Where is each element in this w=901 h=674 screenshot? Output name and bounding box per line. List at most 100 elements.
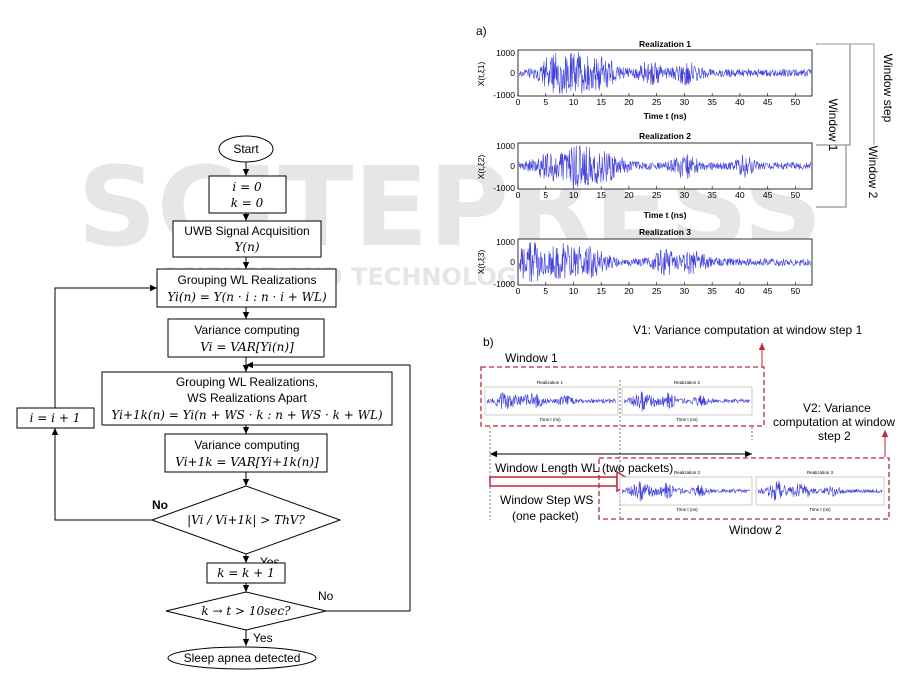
y-tick-label: 0 — [510, 68, 515, 78]
x-tick-label: 15 — [596, 190, 606, 200]
x-tick-label: 35 — [707, 190, 717, 200]
x-tick-label: 0 — [516, 97, 521, 107]
realization-2-ylabel: X(t,ξ2) — [476, 155, 486, 180]
panel-a-label: a) — [476, 24, 487, 38]
realization-2-title: Realization 2 — [639, 131, 691, 141]
x-tick-label: 10 — [569, 97, 579, 107]
x-tick-label: 20 — [624, 97, 634, 107]
x-tick-label: 40 — [735, 97, 745, 107]
acquisition-box — [172, 220, 322, 258]
window-2-box — [598, 457, 890, 520]
grouping-1-title: Grouping WL Realizations — [178, 273, 317, 287]
init-i: i = 0 — [232, 180, 262, 194]
window-1-signal — [486, 391, 617, 410]
y-tick-label: -1000 — [493, 90, 515, 100]
grouping-2-title: Grouping WL Realizations, — [176, 375, 318, 389]
increment-k-label: k = k + 1 — [217, 566, 275, 580]
y-tick-label: 1000 — [496, 48, 515, 58]
x-tick-label: 35 — [707, 97, 717, 107]
x-tick-label: 45 — [763, 286, 773, 296]
realization-3-title: Realization 3 — [639, 227, 691, 237]
decision-2-label: k → t > 10sec? — [201, 604, 291, 618]
y-tick-label: 0 — [510, 257, 515, 267]
init-box — [208, 175, 287, 214]
window-1-title-b: Window 1 — [505, 351, 558, 365]
window-1-label: Window 1 — [826, 99, 840, 152]
window-1-box — [480, 366, 765, 427]
realization-1-xlabel: Time t (ns) — [644, 111, 687, 121]
x-tick-label: 10 — [569, 190, 579, 200]
x-tick-label: 45 — [763, 190, 773, 200]
realization-2-xlabel: Time t (ns) — [644, 210, 687, 220]
realization-1-ylabel: X(t,ξ1) — [476, 62, 486, 87]
strip-1-title-1: Realization 1 — [537, 380, 564, 385]
x-tick-label: 5 — [543, 286, 548, 296]
x-tick-label: 0 — [516, 286, 521, 296]
window-step-brace — [818, 43, 875, 145]
strip-2-xlabel-1: Time t (ns) — [676, 507, 698, 512]
grouping-box-2 — [101, 371, 393, 426]
strip-2-xlabel-2: Time t (ns) — [809, 507, 831, 512]
realization-1-title: Realization 1 — [639, 39, 691, 49]
strip-2-title-2: Realization 3 — [807, 470, 834, 475]
flowchart: Start i = 0 k = 0 UWB Signal Acquisition… — [16, 135, 411, 670]
start-label: Start — [233, 142, 259, 156]
grouping-2-title-2: WS Realizations Apart — [187, 391, 307, 405]
x-tick-label: 40 — [735, 286, 745, 296]
variance-2-formula: Vi+1k = VAR[Yi+1k(n)] — [175, 455, 319, 469]
strip-1-xlabel-2: Time t (ns) — [676, 417, 698, 422]
end-node — [167, 646, 317, 670]
signal-trace — [518, 51, 812, 94]
variance-1-title: Variance computing — [194, 323, 299, 337]
y-tick-label: -1000 — [493, 279, 515, 289]
end-label: Sleep apnea detected — [184, 651, 301, 665]
variance-box-2 — [164, 433, 328, 473]
window-2-label: Window 2 — [866, 146, 880, 199]
x-tick-label: 50 — [791, 286, 801, 296]
realization-2-plot: Realization 2 X(t,ξ2) Time t (ns) 0 5 10 15… — [476, 131, 813, 220]
decision-2-yes: Yes — [253, 631, 273, 645]
grouping-box-1 — [156, 268, 337, 308]
acquisition-formula: Y(n) — [234, 240, 259, 254]
x-tick-label: 0 — [516, 190, 521, 200]
strip-frame — [484, 386, 619, 416]
window-2-signal — [621, 481, 751, 502]
window-2-signal — [757, 480, 883, 501]
x-tick-label: 45 — [763, 97, 773, 107]
grouping-2-formula: Yi+1k(n) = Yi(n + WS · k : n + WS · k + … — [111, 408, 383, 422]
panel-b-label: b) — [483, 335, 494, 349]
decision-2-no: No — [318, 589, 334, 603]
x-tick-label: 25 — [652, 97, 662, 107]
x-tick-label: 5 — [543, 190, 548, 200]
variance-1-formula: Vi = VAR[Yi(n)] — [200, 340, 294, 354]
x-tick-label: 20 — [624, 190, 634, 200]
x-tick-label: 15 — [596, 97, 606, 107]
v2-note-2: computation at window — [773, 415, 895, 429]
window-step-label-2: (one packet) — [512, 509, 579, 523]
increment-i-label: i = i + 1 — [30, 411, 81, 425]
grouping-1-formula: Yi(n) = Y(n · i : n · i + WL) — [167, 290, 327, 304]
y-tick-label: -1000 — [493, 183, 515, 193]
window-1-strip: Realization 1 Realization 2 Time t (ns) … — [484, 380, 753, 422]
x-tick-label: 50 — [791, 190, 801, 200]
x-tick-label: 30 — [680, 286, 690, 296]
realization-3-ylabel: X(t,ξ3) — [476, 250, 486, 275]
v2-note-3: step 2 — [818, 429, 851, 443]
acquisition-title: UWB Signal Acquisition — [184, 224, 309, 238]
y-tick-label: 0 — [510, 161, 515, 171]
signal-trace — [518, 241, 812, 283]
window-2-strip: Realization 2 Realization 3 Time t (ns) … — [619, 470, 885, 512]
x-tick-label: 40 — [735, 190, 745, 200]
strip-1-xlabel-1: Time t (ns) — [539, 417, 561, 422]
x-tick-label: 35 — [707, 286, 717, 296]
window-2-title-b: Window 2 — [729, 523, 782, 537]
x-tick-label: 20 — [624, 286, 634, 296]
strip-frame — [755, 476, 885, 506]
window-step-label: Window step — [881, 54, 895, 123]
x-tick-label: 25 — [652, 286, 662, 296]
x-tick-label: 30 — [680, 97, 690, 107]
v1-note: V1: Variance computation at window step … — [633, 323, 863, 337]
